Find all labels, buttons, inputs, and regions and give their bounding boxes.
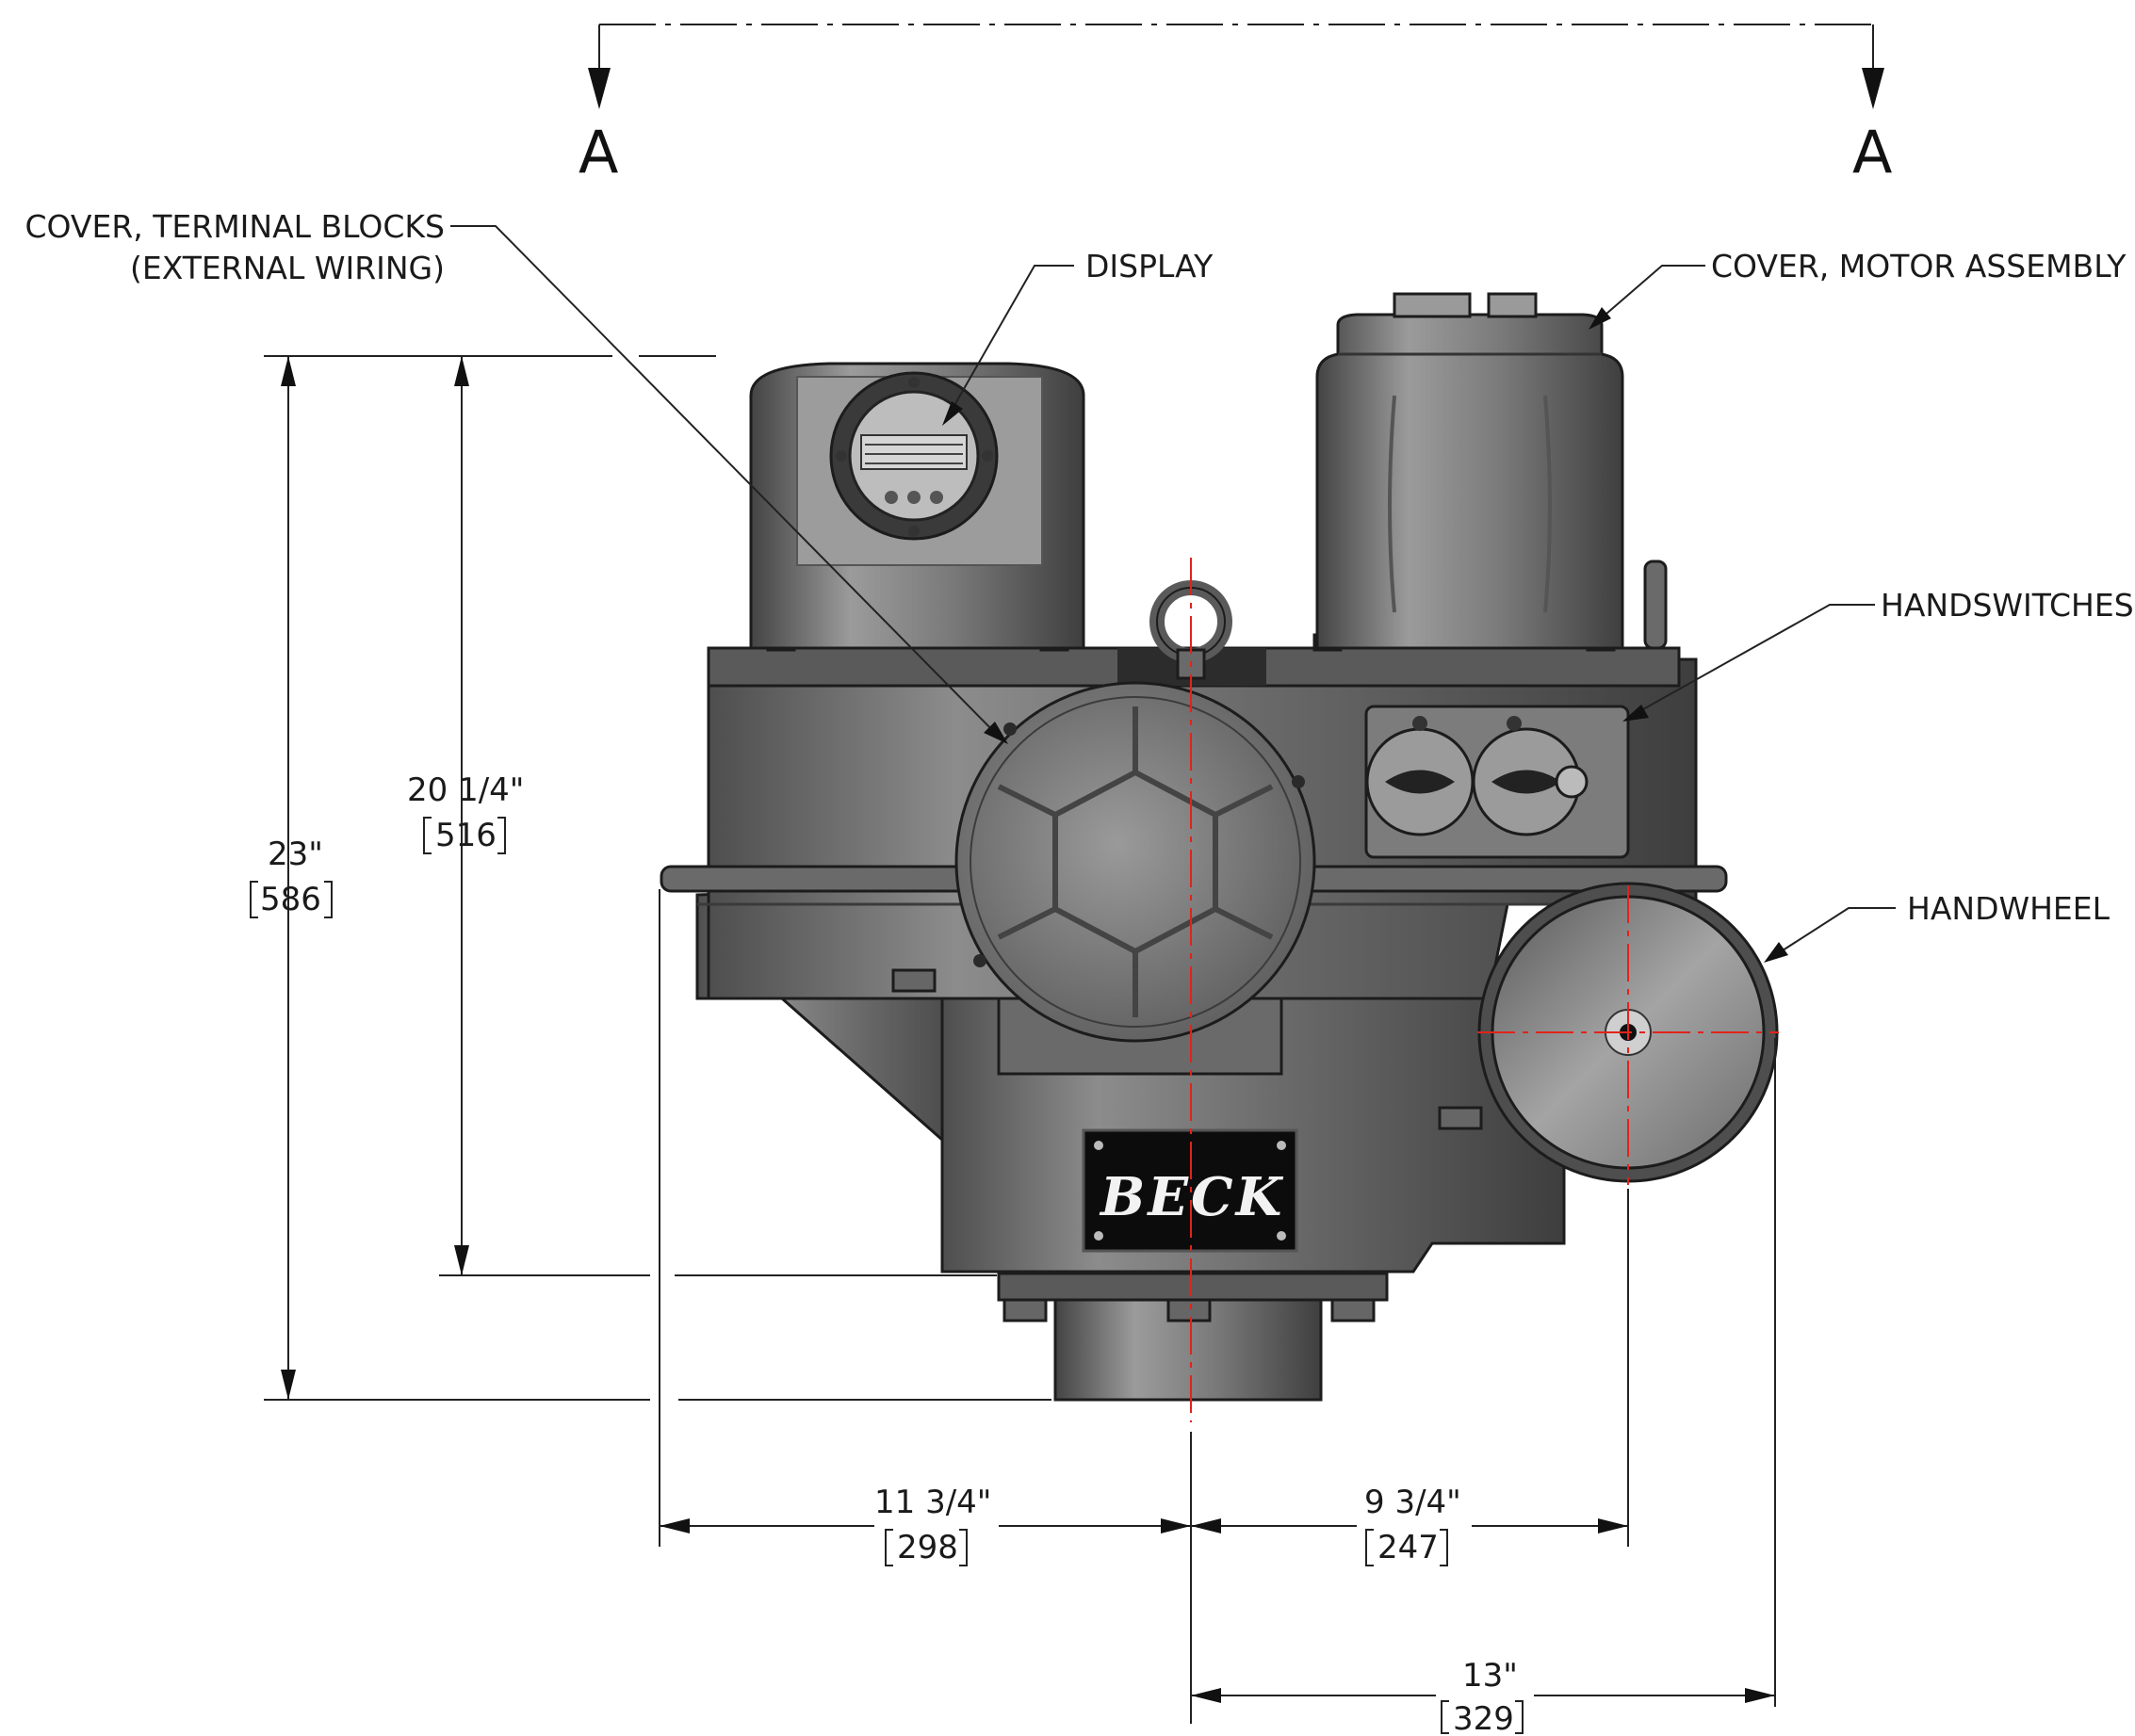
callout-terminal-cover-line1: COVER, TERMINAL BLOCKS (25, 208, 446, 245)
section-label-left: A (579, 118, 618, 187)
callout-display: DISPLAY (1085, 248, 1214, 284)
dim-right-width-mm: 329 (1453, 1700, 1514, 1736)
dim-left-width-inch: 11 3/4" (874, 1484, 991, 1521)
extension-lines (264, 355, 1776, 1724)
display-housing (749, 362, 1085, 650)
dim-left-width-mm: 298 (897, 1529, 958, 1566)
terminal-block-cover (954, 681, 1316, 1076)
callout-labels: COVER, TERMINAL BLOCKS (EXTERNAL WIRING)… (25, 208, 2134, 927)
callout-handswitches: HANDSWITCHES (1881, 587, 2134, 624)
dim-handwheel-offset-mm: 247 (1377, 1529, 1439, 1566)
callout-motor-cover: COVER, MOTOR ASSEMBLY (1711, 248, 2127, 284)
dim-right-width-inch: 13" (1462, 1657, 1518, 1695)
callout-leaders (450, 225, 1896, 963)
section-line: A A (579, 24, 1892, 187)
section-label-right: A (1852, 118, 1892, 187)
motor-cover (1315, 292, 1668, 650)
dimension-texts: 23" 586 20 1/4" 516 11 3/4" 298 9 3/4" 2… (250, 771, 1524, 1736)
dim-mount-height-mm: 516 (435, 817, 497, 854)
arrow-down-icon (588, 68, 611, 109)
callout-terminal-cover-line2: (EXTERNAL WIRING) (130, 250, 445, 286)
centerlines (1190, 558, 1779, 1422)
dim-mount-height-inch: 20 1/4" (407, 771, 524, 809)
handswitches-panel (1364, 705, 1630, 859)
callout-handwheel: HANDWHEEL (1907, 890, 2111, 927)
dim-overall-height-mm: 586 (260, 881, 321, 918)
dim-overall-height-inch: 23" (268, 836, 323, 873)
dimension-lines (281, 356, 1775, 1703)
dim-handwheel-offset-inch: 9 3/4" (1364, 1484, 1461, 1521)
arrow-down-icon (1862, 68, 1884, 109)
